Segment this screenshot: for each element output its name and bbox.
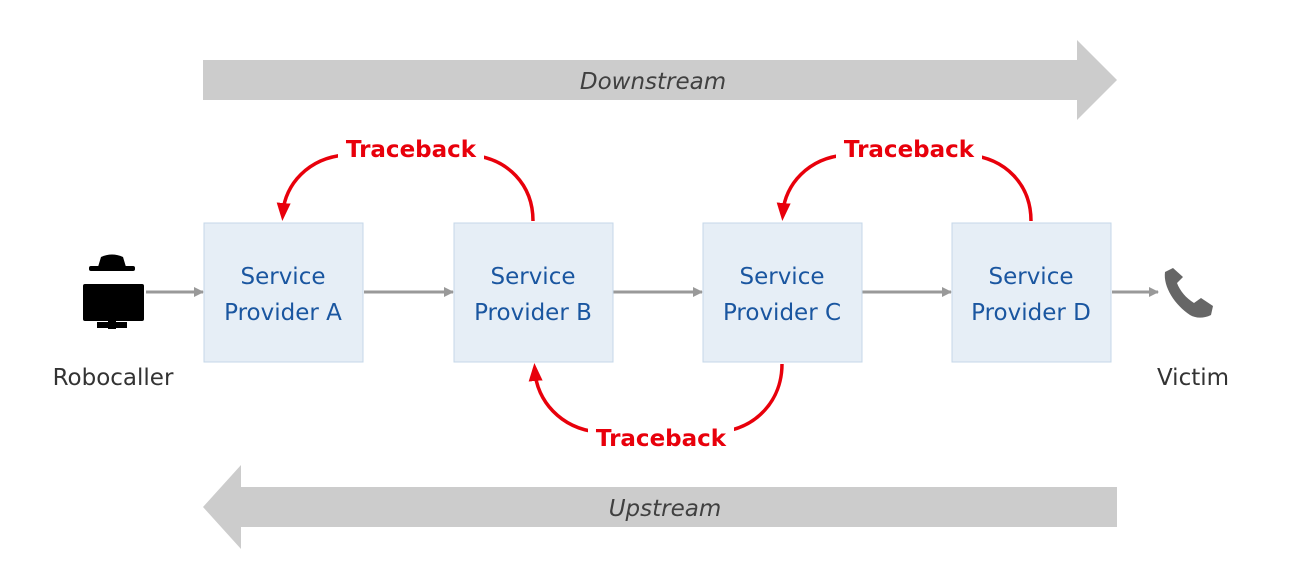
traceback-arc-d-to-c: [776, 153, 1033, 222]
provider-c-box: [702, 222, 863, 363]
provider-c: Service Provider C: [702, 222, 863, 363]
traceback-c-label-bg: [836, 132, 982, 164]
downstream-arrow-shape: [203, 40, 1117, 120]
upstream-arrow-shape: [203, 465, 1117, 549]
provider-d-line2: Provider D: [971, 300, 1091, 326]
traceback-c-to-b: Traceback: [528, 363, 784, 455]
upstream-label: Upstream: [609, 496, 722, 522]
provider-a: Service Provider A: [203, 222, 364, 363]
traceback-b-to-a: Traceback: [276, 132, 535, 222]
provider-d-line1: Service: [988, 264, 1073, 290]
provider-a-box: [203, 222, 364, 363]
provider-b-line2: Provider B: [474, 300, 592, 326]
provider-d-box: [951, 222, 1112, 363]
traceback-d-to-c: Traceback: [776, 132, 1033, 222]
downstream-label: Downstream: [580, 69, 726, 95]
provider-a-line1: Service: [240, 264, 325, 290]
phone-icon: [1164, 268, 1213, 318]
provider-c-line2: Provider C: [723, 300, 841, 326]
provider-b-box: [453, 222, 614, 363]
provider-b: Service Provider B: [453, 222, 614, 363]
traceback-b-label: Traceback: [596, 426, 727, 452]
provider-b-line1: Service: [490, 264, 575, 290]
provider-a-line2: Provider A: [224, 300, 342, 326]
spy-icon: [83, 254, 144, 329]
robocaller-label: Robocaller: [53, 365, 174, 391]
victim: Victim: [1157, 268, 1229, 391]
traceback-arc-b-to-a: [276, 153, 535, 222]
traceback-a-label-bg: [338, 132, 484, 164]
provider-c-line1: Service: [739, 264, 824, 290]
traceback-a-label: Traceback: [346, 137, 477, 163]
downstream-band: Downstream: [203, 40, 1117, 120]
provider-d: Service Provider D: [951, 222, 1112, 363]
upstream-band: Upstream: [203, 465, 1117, 549]
traceback-b-label-bg: [588, 421, 734, 455]
robocaller: Robocaller: [53, 254, 174, 391]
victim-label: Victim: [1157, 365, 1229, 391]
traceback-c-label: Traceback: [844, 137, 975, 163]
